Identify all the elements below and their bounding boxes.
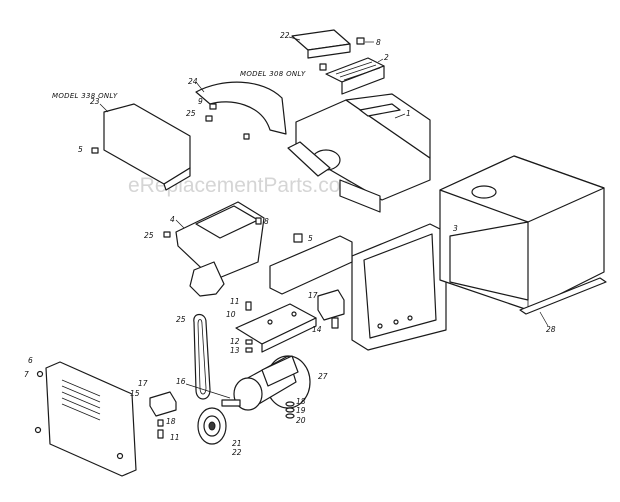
note-model-308: MODEL 308 ONLY [240, 70, 306, 78]
label-part-10: 10 [226, 310, 236, 319]
part-27-motor [221, 355, 311, 411]
label-part-28: 28 [546, 325, 556, 334]
label-part-25-b: 25 [144, 231, 154, 240]
label-part-2: 2 [384, 53, 389, 62]
label-part-22-b: 22 [232, 448, 242, 457]
label-part-8-top: 8 [376, 38, 381, 47]
label-part-5-b: 5 [308, 234, 313, 243]
label-part-1: 1 [406, 109, 411, 118]
part-22-bracket [288, 29, 351, 59]
label-part-21: 21 [232, 439, 242, 448]
label-part-4: 4 [170, 215, 175, 224]
label-part-19: 19 [296, 406, 306, 415]
label-part-22-top: 22 [280, 31, 290, 40]
label-part-16: 16 [176, 377, 186, 386]
side-panel [269, 235, 353, 295]
part-9-screw [205, 103, 250, 140]
label-part-6: 6 [28, 356, 33, 365]
label-part-15: 15 [130, 389, 140, 398]
label-part-9: 9 [198, 97, 203, 106]
part-28-cabinet-box [439, 155, 607, 327]
label-part-13: 13 [230, 346, 240, 355]
note-model-338: MODEL 338 ONLY [52, 92, 118, 100]
part-16-shaft [185, 383, 231, 399]
label-part-25-c: 25 [176, 315, 186, 324]
part-5-bushing [293, 233, 303, 243]
part-23-side-cover [99, 103, 191, 191]
part-4-chute [175, 201, 265, 297]
label-part-17-b: 17 [138, 379, 148, 388]
part-21-pulley [197, 407, 227, 445]
label-part-24: 24 [188, 77, 198, 86]
part-18-19-20-washers [285, 401, 295, 419]
label-part-8-mid: 8 [264, 217, 269, 226]
label-part-3: 3 [453, 224, 458, 233]
label-part-14: 14 [312, 325, 322, 334]
part-24-belt-guard [195, 81, 287, 135]
part-25-drive-belt [193, 313, 211, 400]
part-6-side-panel [34, 361, 137, 477]
part-12-13-washers [245, 301, 253, 353]
part-10-mount-plate [235, 303, 317, 353]
label-part-18-b: 18 [296, 397, 306, 406]
part-17-bracket-right [317, 289, 345, 329]
label-part-12: 12 [230, 337, 240, 346]
label-part-17-a: 17 [308, 291, 318, 300]
label-part-5-a: 5 [78, 145, 83, 154]
label-part-11-a: 11 [230, 297, 240, 306]
part-8-screw-mid [255, 217, 262, 225]
label-part-23: 23 [90, 97, 100, 106]
part-2-vent-cover [319, 57, 385, 95]
part-1-main-housing [287, 93, 431, 213]
label-part-18-a: 18 [166, 417, 176, 426]
label-part-27: 27 [318, 372, 328, 381]
label-part-11-b: 11 [170, 433, 180, 442]
label-part-25-a: 25 [186, 109, 196, 118]
label-part-20: 20 [296, 416, 306, 425]
part-5-screw [91, 147, 99, 154]
part-3-front-frame [351, 223, 453, 351]
part-17-bracket-left [149, 391, 177, 439]
part-8-screw-top [356, 37, 374, 45]
watermark-text: eReplacementParts.com [128, 174, 358, 197]
label-part-7: 7 [24, 370, 29, 379]
part-25-screw-left [163, 231, 171, 238]
